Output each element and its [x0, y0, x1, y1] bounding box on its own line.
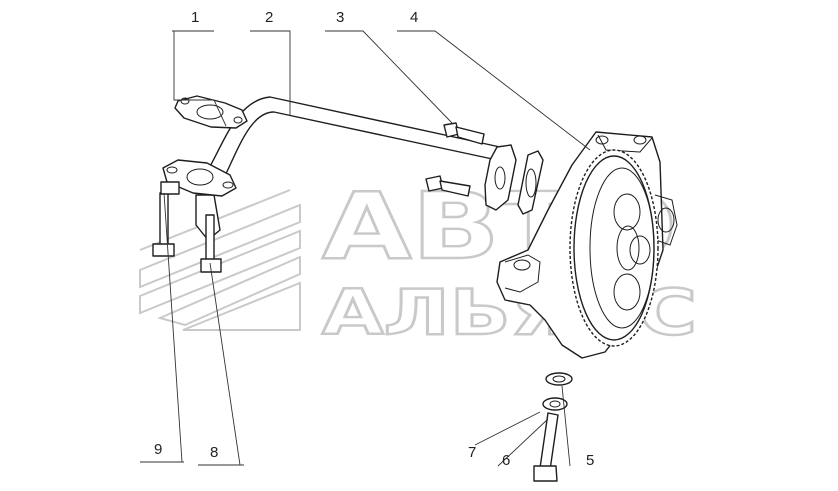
washer-upper — [545, 372, 573, 386]
drive-gear — [569, 149, 659, 347]
washer-lower — [542, 397, 568, 411]
callout-labels: 1 2 3 4 5 6 7 8 9 — [154, 9, 594, 469]
callout-8: 8 — [210, 444, 218, 461]
callout-6: 6 — [502, 452, 510, 469]
stud-right — [200, 214, 222, 273]
callout-3: 3 — [336, 9, 344, 26]
callout-5: 5 — [586, 452, 594, 469]
flange-bolt-upper — [443, 122, 485, 145]
mounting-bolt — [533, 412, 559, 482]
callout-2: 2 — [265, 9, 273, 26]
leader-lines — [140, 30, 591, 467]
flange-bolt-lower — [425, 175, 471, 197]
callout-1: 1 — [191, 9, 199, 26]
stud-left — [152, 181, 180, 257]
callout-4: 4 — [410, 9, 418, 26]
gasket-upper — [174, 95, 248, 129]
outlet-flange — [484, 144, 544, 215]
callout-7: 7 — [468, 444, 476, 461]
callout-9: 9 — [154, 441, 162, 458]
